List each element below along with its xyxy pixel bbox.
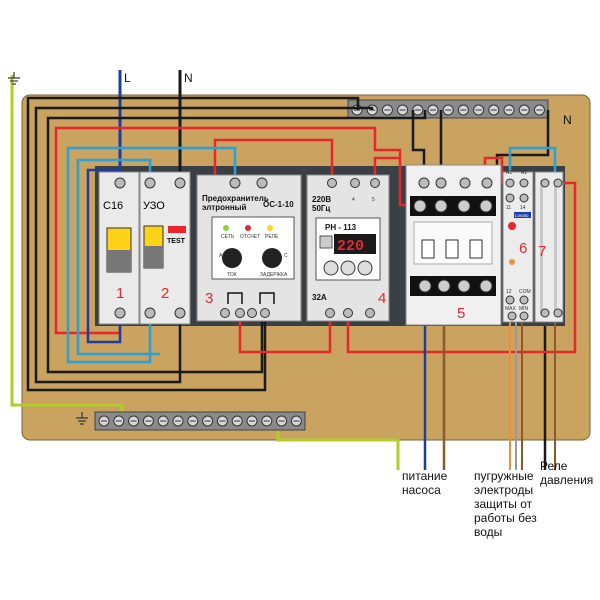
guard-delay-knob[interactable] xyxy=(262,248,282,268)
guard-number: 3 xyxy=(205,290,213,307)
lr-14: 14 xyxy=(520,205,526,211)
pr-number: 7 xyxy=(538,243,546,260)
lr-max: MAX xyxy=(505,306,517,312)
caption-pressure-relay: Реле давления xyxy=(540,459,593,487)
module-voltage-relay: 220В 50Гц 4 5 РН - 113 220 32А 4 xyxy=(306,174,390,322)
ground-symbol-bottom-icon xyxy=(76,412,88,425)
guard-knob2-label: ЗАДЕРЖКА xyxy=(260,272,288,278)
module-dry-run-guard: Предохранитель элтронный ОС-1-10 СЕТЬ ОТ… xyxy=(196,174,302,322)
light-blue-wire-3 xyxy=(508,146,557,183)
vr-number: 4 xyxy=(378,290,386,307)
vr-bottom-label: 32А xyxy=(312,293,327,302)
neutral-wire-5 xyxy=(495,110,550,183)
vr-knob-2[interactable] xyxy=(340,260,356,276)
neutral-label: N xyxy=(184,71,193,85)
red-wire-6 xyxy=(213,138,334,183)
guard-led1-label: СЕТЬ xyxy=(221,234,235,240)
guard-led3-label: РЕЛЕ xyxy=(265,234,279,240)
vr-knob-1[interactable] xyxy=(323,260,339,276)
neutral-wire-1 xyxy=(26,96,360,392)
contactor-number: 5 xyxy=(457,305,465,322)
lr-number: 6 xyxy=(519,240,527,257)
caption-pump-line1: питание xyxy=(402,469,448,483)
red-wire-3 xyxy=(346,181,577,354)
light-blue-wire-2 xyxy=(76,158,160,356)
caption-electrodes-line1: пугружные xyxy=(474,469,534,483)
caption-pressure-line1: Реле xyxy=(540,459,568,473)
caption-electrodes: пугружные электроды защиты от работы без… xyxy=(474,469,537,539)
vr-top-label1: 220В xyxy=(312,195,331,204)
rcd-label: УЗО xyxy=(143,200,165,212)
guard-knob2-mark: С xyxy=(284,253,288,259)
vr-top-label2: 50Гц xyxy=(312,204,330,213)
vr-top-pin1: 4 xyxy=(352,197,355,203)
breaker-label: C16 xyxy=(103,200,123,212)
guard-knob1-mark: А xyxy=(219,253,223,259)
lr-a1: A1 xyxy=(506,170,512,176)
rcd-test-button[interactable] xyxy=(168,226,186,233)
guard-led2-label: ОТСЧЕТ xyxy=(240,234,260,240)
ground-busbar-bottom xyxy=(94,411,306,431)
neutral-wire-3 xyxy=(46,110,427,374)
rcd-test-label: TEST xyxy=(167,238,186,245)
lr-11: 11 xyxy=(506,205,511,211)
red-wire-2 xyxy=(238,316,332,354)
guard-title-line2: элтронный xyxy=(202,203,246,212)
caption-electrodes-line5: воды xyxy=(474,525,502,539)
phase-label: L xyxy=(124,71,131,85)
caption-electrodes-line2: электроды xyxy=(474,483,533,497)
vr-model: РН - 113 xyxy=(325,223,357,232)
red-wire-1 xyxy=(54,126,413,335)
lr-min: MIN xyxy=(519,306,529,312)
vr-display: 220 xyxy=(337,238,364,255)
ground-busbar-screws xyxy=(98,415,302,427)
vr-knob-3[interactable] xyxy=(357,260,373,276)
lr-com: COM xyxy=(519,289,531,295)
module-contactor: 5 xyxy=(405,164,502,326)
caption-pump-line2: насоса xyxy=(402,483,441,497)
guard-knob1-label: ТОК xyxy=(227,272,237,278)
breaker-number: 1 xyxy=(116,285,124,302)
caption-electrodes-line4: работы без xyxy=(474,511,537,525)
guard-model: ОС-1-10 xyxy=(263,200,294,209)
rcd-number: 2 xyxy=(161,285,169,302)
lr-a2: A2 xyxy=(521,170,527,176)
neutral-bus-label: N xyxy=(563,113,572,127)
module-breaker: C16 1 xyxy=(98,171,140,325)
guard-current-knob[interactable] xyxy=(222,248,242,268)
caption-pump-supply: питание насоса xyxy=(402,469,448,497)
module-rcd: УЗО TEST 2 xyxy=(139,171,191,325)
lr-12: 12 xyxy=(506,289,512,295)
vr-top-pin2: 5 xyxy=(372,197,375,203)
module-level-relay: A1 A2 11 14 Lovato 6 12 COM MAX MIN xyxy=(502,170,534,323)
caption-pressure-line2: давления xyxy=(540,473,593,487)
module-pressure-relay-block: 7 xyxy=(534,171,564,323)
lr-brand: Lovato xyxy=(515,213,529,218)
ground-symbol-top-icon xyxy=(8,72,20,85)
caption-electrodes-line3: защиты от xyxy=(474,497,533,511)
guard-title-line1: Предохранитель xyxy=(202,194,269,203)
